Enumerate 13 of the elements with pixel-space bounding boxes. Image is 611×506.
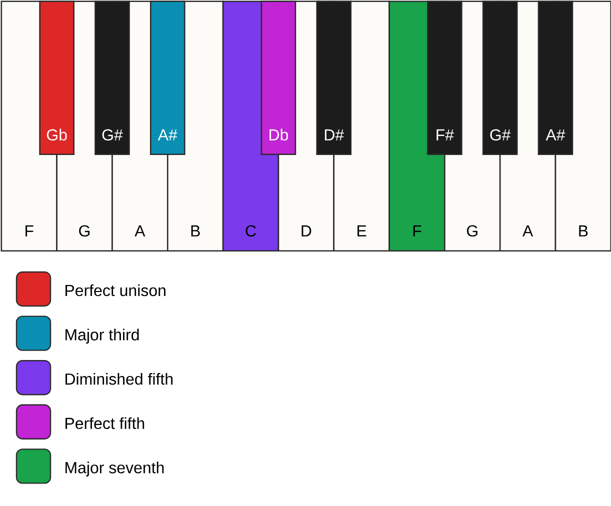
accidental-key: A# (150, 0, 186, 156)
accidental-key: G# (94, 0, 130, 156)
legend-label: Major seventh (66, 462, 164, 477)
accidental-key: G# (482, 0, 518, 156)
legend-label: Diminished fifth (66, 373, 172, 385)
accidental-key: Db (260, 0, 296, 156)
legend-label: Perfect fifth (66, 417, 144, 430)
legend-label: Major third (66, 328, 139, 344)
accidental-key: D# (316, 0, 352, 156)
accidental-key: F# (427, 0, 462, 156)
legend-label: Perfect unison (66, 284, 166, 296)
accidental-key: A# (538, 0, 574, 156)
accidental-key: Gb (39, 0, 74, 156)
